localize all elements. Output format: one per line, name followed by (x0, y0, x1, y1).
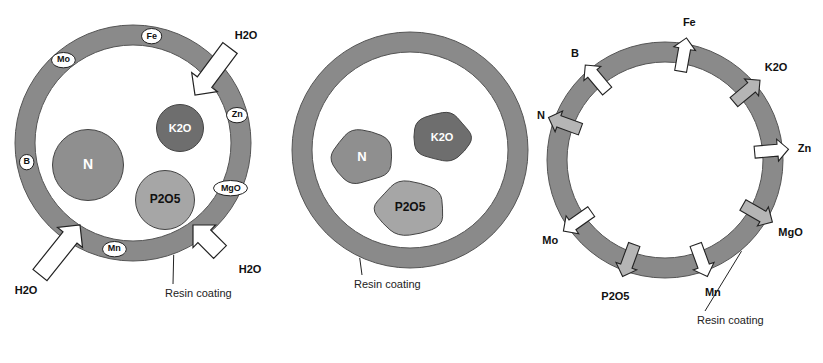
nutrient-name: Fe (146, 32, 157, 42)
released-nutrient-label: N (537, 109, 545, 121)
released-nutrient-label: P2O5 (601, 290, 629, 302)
nutrient-name: K2O (169, 122, 192, 134)
nutrient-release-arrow (740, 200, 773, 226)
nutrient-core: P2O5 (135, 170, 195, 230)
nutrient-name: MgO (221, 184, 241, 194)
nutrient-name: K2O (431, 131, 454, 143)
granule-interior (312, 52, 508, 248)
released-nutrient-label: B (571, 47, 579, 59)
released-nutrient-label: Mo (542, 234, 558, 246)
released-nutrient-label: Fe (683, 16, 696, 28)
coated-granule: Resin coatingNK2OP2O5MoFeZnMgOMnB (15, 25, 251, 261)
nutrient-release-arrow (616, 243, 640, 277)
water-inflow-arrow (192, 43, 238, 95)
coated-granule: Resin coating (547, 42, 783, 278)
released-nutrient-label: K2O (765, 61, 788, 73)
node-outline (15, 25, 251, 261)
nutrient-name: B (23, 157, 30, 167)
trace-element: Mo (51, 52, 76, 68)
water-label: H2O (15, 284, 38, 296)
released-nutrient-label: Mn (705, 286, 721, 298)
node-outline (547, 42, 783, 278)
nutrient-name: P2O5 (150, 193, 181, 206)
nutrient-core: N (327, 127, 397, 187)
water-label: H2O (235, 29, 258, 41)
nutrient-name: Mo (57, 55, 70, 65)
released-nutrient-label: Zn (798, 142, 811, 154)
nutrient-name: P2O5 (395, 201, 426, 214)
trace-element: Mn (102, 241, 127, 257)
coated-granule: Resin coatingNK2OP2O5 (292, 32, 528, 268)
nutrient-core: N (52, 129, 124, 201)
water-inflow-arrow (33, 225, 83, 281)
trace-element: B (19, 154, 34, 170)
coating-label: Resin coating (165, 287, 232, 299)
nutrient-release-arrow (674, 38, 696, 73)
water-label: H2O (239, 263, 262, 275)
nutrient-release-arrow (754, 139, 788, 161)
nutrient-release-arrow (584, 65, 612, 95)
nutrient-core: K2O (410, 109, 474, 165)
nutrient-release-arrow (730, 79, 760, 107)
resin-coating (547, 42, 783, 278)
resin-coating (292, 32, 528, 268)
nutrient-name: Zn (232, 110, 243, 120)
nutrient-name: N (83, 157, 93, 172)
released-nutrient-label: MgO (778, 226, 802, 238)
leader-line (705, 251, 741, 311)
granule-interior (567, 62, 763, 258)
nutrient-core: P2O5 (370, 178, 450, 238)
leader-line (173, 255, 175, 284)
nutrient-release-arrow (563, 207, 594, 234)
nutrient-name: Mn (108, 244, 121, 254)
water-inflow-arrow (193, 225, 226, 258)
nutrient-core: K2O (156, 104, 204, 152)
nutrient-name: N (357, 150, 366, 164)
leader-line (360, 258, 362, 275)
trace-element: Zn (226, 107, 248, 123)
trace-element: MgO (213, 180, 248, 196)
nutrient-release-arrow (549, 111, 583, 135)
resin-coating (15, 25, 251, 261)
nutrient-release-arrow (690, 243, 714, 277)
coating-label: Resin coating (697, 314, 764, 326)
trace-element: Fe (141, 28, 162, 44)
coating-label: Resin coating (354, 278, 421, 290)
